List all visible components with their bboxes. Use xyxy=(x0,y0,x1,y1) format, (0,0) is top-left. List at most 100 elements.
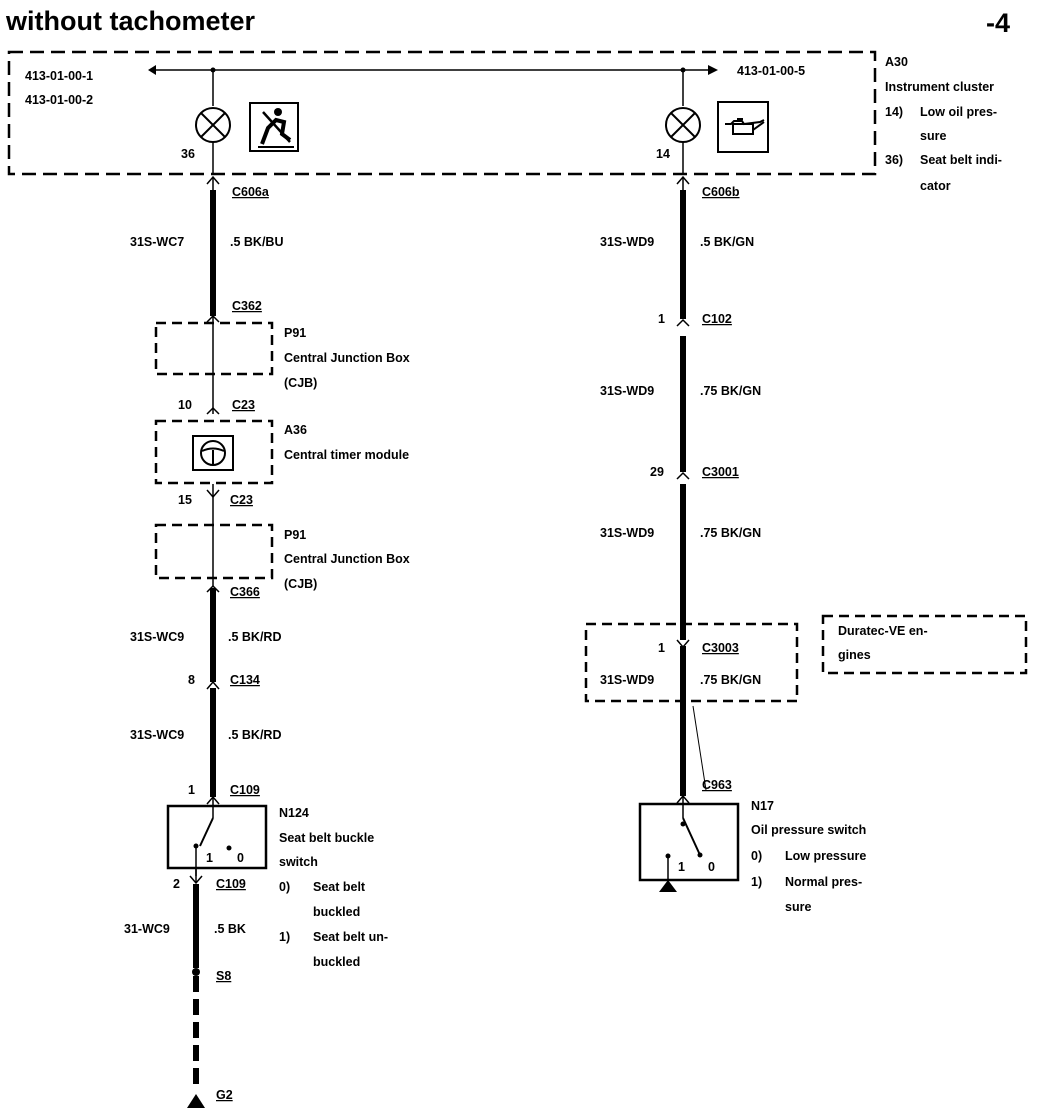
cluster-item-line: Low oil pres- xyxy=(920,105,997,119)
switch-state-num: 0) xyxy=(279,880,290,894)
page-number: -4 xyxy=(986,8,1010,38)
wire-circuit: 31S-WC7 xyxy=(130,235,184,249)
cluster-pin-left: 36 xyxy=(181,147,195,161)
switch-state-text: Low pressure xyxy=(785,849,866,863)
switch-state-text: Seat belt xyxy=(313,880,366,894)
instrument-cluster-box xyxy=(7,50,877,176)
bulb-icon xyxy=(195,107,231,143)
cluster-ref-right: 413-01-00-5 xyxy=(737,64,805,78)
connector-c23: C23 xyxy=(232,398,255,412)
switch-state-num: 0) xyxy=(751,849,762,863)
connector-c3001: C3001 xyxy=(702,465,739,479)
cjb-box xyxy=(154,321,274,376)
cluster-item-line: sure xyxy=(920,129,946,143)
wire-circuit: 31S-WC9 xyxy=(130,630,184,644)
wire-spec: .75 BK/GN xyxy=(700,673,761,687)
connector-c362: C362 xyxy=(232,299,262,313)
connector-c102: C102 xyxy=(702,312,732,326)
steering-wheel-icon xyxy=(192,435,234,471)
connector-c366: C366 xyxy=(230,585,260,599)
page-title: without tachometer xyxy=(5,6,256,36)
connector-c109: C109 xyxy=(230,783,260,797)
engine-note: gines xyxy=(838,648,871,662)
seat-belt-switch-box xyxy=(166,804,268,870)
switch-state-text: Seat belt un- xyxy=(313,930,388,944)
engine-variant-box xyxy=(584,622,799,703)
wire-spec: .75 BK/GN xyxy=(700,526,761,540)
connector-c963: C963 xyxy=(702,778,732,792)
engine-note-box xyxy=(821,614,1028,675)
timer-module-name: Central timer module xyxy=(284,448,409,462)
pin-number: 10 xyxy=(178,398,192,412)
pin-number: 8 xyxy=(188,673,195,687)
switch-state-text: sure xyxy=(785,900,811,914)
wire-spec: .5 BK/RD xyxy=(228,728,281,742)
cjb-abbr: (CJB) xyxy=(284,577,317,591)
right-wires xyxy=(676,175,707,818)
switch-pos-1: 1 xyxy=(678,860,685,874)
connector-c109: C109 xyxy=(216,877,246,891)
cluster-name: Instrument cluster xyxy=(885,80,994,94)
switch-pos-0: 0 xyxy=(708,860,715,874)
cjb-name: Central Junction Box xyxy=(284,552,410,566)
switch-contact xyxy=(193,817,232,876)
cluster-pin-right: 14 xyxy=(656,147,670,161)
pin-number: 1 xyxy=(188,783,195,797)
cjb-id: P91 xyxy=(284,326,306,340)
switch-name: Oil pressure switch xyxy=(751,823,866,837)
oil-pressure-switch-box xyxy=(638,802,740,882)
timer-module-box xyxy=(154,419,274,485)
switch-pos-0: 0 xyxy=(237,851,244,865)
oil-can-icon xyxy=(717,101,769,153)
pin-number: 1 xyxy=(658,312,665,326)
bulb-icon xyxy=(665,107,701,143)
wire-circuit: 31-WC9 xyxy=(124,922,170,936)
cluster-bus xyxy=(148,65,718,106)
left-ground-wire xyxy=(189,868,203,1090)
ground-icon xyxy=(187,1094,205,1108)
cjb-abbr: (CJB) xyxy=(284,376,317,390)
wire-circuit: 31S-WD9 xyxy=(600,235,654,249)
connector-c606a: C606a xyxy=(232,185,270,199)
cluster-id: A30 xyxy=(885,55,908,69)
wire-circuit: 31S-WD9 xyxy=(600,384,654,398)
wire-spec: .75 BK/GN xyxy=(700,384,761,398)
wire-spec: .5 BK xyxy=(214,922,246,936)
cluster-item-line: Seat belt indi- xyxy=(920,153,1002,167)
wire-spec: .5 BK/BU xyxy=(230,235,283,249)
switch-state-text: Normal pres- xyxy=(785,875,862,889)
switch-state-num: 1) xyxy=(751,875,762,889)
engine-note: Duratec-VE en- xyxy=(838,624,928,638)
wire-circuit: 31S-WD9 xyxy=(600,673,654,687)
switch-id: N17 xyxy=(751,799,774,813)
wire-spec: .5 BK/RD xyxy=(228,630,281,644)
switch-name: Seat belt buckle xyxy=(279,831,374,845)
connector-c134: C134 xyxy=(230,673,260,687)
cluster-item-num: 36) xyxy=(885,153,903,167)
connector-c23: C23 xyxy=(230,493,253,507)
wire-circuit: 31S-WC9 xyxy=(130,728,184,742)
cluster-item-line: cator xyxy=(920,179,951,193)
pin-number: 1 xyxy=(658,641,665,655)
ground-g2: G2 xyxy=(216,1088,233,1102)
switch-state-num: 1) xyxy=(279,930,290,944)
switch-state-text: buckled xyxy=(313,905,360,919)
seatbelt-icon xyxy=(249,102,299,152)
wire-circuit: 31S-WD9 xyxy=(600,526,654,540)
pin-number: 29 xyxy=(650,465,664,479)
wire-spec: .5 BK/GN xyxy=(700,235,754,249)
ground-icon xyxy=(659,880,677,892)
cluster-ref-2: 413-01-00-2 xyxy=(25,93,93,107)
cluster-ref-1: 413-01-00-1 xyxy=(25,69,93,83)
splice-s8: S8 xyxy=(216,969,231,983)
pin-number: 15 xyxy=(178,493,192,507)
switch-name: switch xyxy=(279,855,318,869)
left-wires xyxy=(206,175,220,818)
pin-number: 2 xyxy=(173,877,180,891)
switch-contact xyxy=(665,817,703,884)
cjb-name: Central Junction Box xyxy=(284,351,410,365)
timer-module-id: A36 xyxy=(284,423,307,437)
cjb-id: P91 xyxy=(284,528,306,542)
connector-c3003: C3003 xyxy=(702,641,739,655)
